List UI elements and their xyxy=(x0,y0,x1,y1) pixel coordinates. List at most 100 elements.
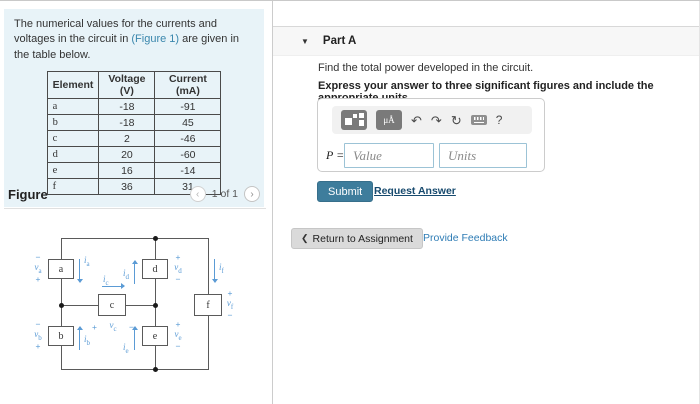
wire-bottom xyxy=(61,369,209,370)
return-to-assignment-button[interactable]: ❮ Return to Assignment xyxy=(291,228,423,249)
cell-current: 45 xyxy=(154,114,222,132)
math-templates-button[interactable] xyxy=(341,110,367,130)
cell-voltage: -18 xyxy=(98,114,156,132)
equation-toolbar: μÅ ↶ ↷ ↻ ? xyxy=(332,106,532,134)
table-row: c 2 -46 xyxy=(46,130,222,148)
table-row: e 16 -14 xyxy=(46,162,222,180)
element-letter: d xyxy=(152,263,158,275)
col-header-voltage: Voltage (V) xyxy=(98,71,156,100)
current-label-d: id xyxy=(123,268,130,281)
circuit-element-c: c xyxy=(98,294,126,316)
problem-panel: The numerical values for the currents an… xyxy=(0,1,272,404)
cell-element: f xyxy=(46,178,100,196)
values-table: Element Voltage (V) Current (mA) a -18 -… xyxy=(46,71,222,196)
templates-icon xyxy=(345,118,352,125)
part-a-header[interactable]: ▼ Part A xyxy=(273,26,699,56)
minus-sign: − xyxy=(175,274,181,285)
circuit-element-d: d xyxy=(142,259,168,279)
cell-current: -14 xyxy=(154,162,222,180)
units-input[interactable] xyxy=(439,143,527,168)
problem-text: The numerical values for the currents an… xyxy=(14,17,254,63)
element-letter: f xyxy=(206,299,210,311)
element-letter: c xyxy=(109,299,115,311)
chevron-right-icon: › xyxy=(250,188,254,200)
table-header-row: Element Voltage (V) Current (mA) xyxy=(46,71,222,100)
junction-dot-middle xyxy=(153,303,158,308)
circuit-element-e: e xyxy=(142,326,168,346)
figure-prev-button[interactable]: ‹ xyxy=(189,186,206,202)
figure-page-indicator: 1 of 1 xyxy=(211,188,238,200)
part-a-title: Part A xyxy=(322,35,357,47)
undo-icon[interactable]: ↶ xyxy=(411,112,422,128)
junction-dot-bottom xyxy=(153,367,158,372)
current-arrow-d-up xyxy=(131,260,139,284)
cell-current: -91 xyxy=(154,98,222,116)
element-letter: e xyxy=(152,330,158,342)
cell-element: b xyxy=(46,114,100,132)
cell-element: a xyxy=(46,98,100,116)
cell-voltage: 36 xyxy=(98,178,156,196)
circuit-diagram: a b c d e f − va + ia − vb + ib xyxy=(30,229,240,381)
cell-current: -60 xyxy=(154,146,222,164)
table-row: d 20 -60 xyxy=(46,146,222,164)
collapse-triangle-icon[interactable]: ▼ xyxy=(301,36,309,46)
voltage-label-b: − vb + xyxy=(34,319,42,352)
chevron-left-icon: ‹ xyxy=(196,188,200,200)
cell-element: e xyxy=(46,162,100,180)
current-label-f: if xyxy=(219,262,224,275)
figure-pager: ‹ 1 of 1 › xyxy=(189,186,260,202)
help-icon[interactable]: ? xyxy=(495,113,503,127)
voltage-label-f: + vf − xyxy=(226,288,234,321)
minus-sign: − xyxy=(227,310,233,321)
return-label: Return to Assignment xyxy=(312,232,413,245)
plus-sign: + xyxy=(35,274,41,285)
reset-icon[interactable]: ↻ xyxy=(450,112,462,128)
plus-sign: + xyxy=(227,288,233,298)
junction-dot-top xyxy=(153,236,158,241)
cell-voltage: -18 xyxy=(98,98,156,116)
question-text: Find the total power developed in the ci… xyxy=(318,62,534,74)
voltage-label-d: + vd − xyxy=(174,252,182,285)
plus-sign: + xyxy=(35,341,41,352)
plus-sign: + xyxy=(175,252,181,262)
figure-1-link[interactable]: (Figure 1) xyxy=(131,33,180,46)
current-label-e: ie xyxy=(123,342,129,355)
chevron-left-icon: ❮ xyxy=(301,233,309,243)
col-header-element: Element xyxy=(46,71,100,100)
provide-feedback-link[interactable]: Provide Feedback xyxy=(423,232,508,244)
value-input[interactable] xyxy=(344,143,434,168)
circuit-element-a: a xyxy=(48,259,74,279)
current-label-c: ic xyxy=(103,274,109,287)
cell-voltage: 16 xyxy=(98,162,156,180)
keyboard-shortcuts-icon[interactable] xyxy=(470,115,487,125)
element-letter: b xyxy=(58,330,64,342)
answer-panel: ▼ Part A Find the total power developed … xyxy=(272,1,700,404)
cell-element: c xyxy=(46,130,100,148)
cell-voltage: 2 xyxy=(98,130,156,148)
minus-sign: − xyxy=(35,319,41,329)
units-button[interactable]: μÅ xyxy=(376,110,402,130)
current-label-b: ib xyxy=(84,334,91,347)
current-arrow-c-right xyxy=(102,282,125,290)
current-label-a: ia xyxy=(84,255,90,268)
request-answer-link[interactable]: Request Answer xyxy=(374,185,456,197)
current-arrow-a-down xyxy=(76,259,84,283)
figure-next-button[interactable]: › xyxy=(244,186,260,202)
table-row: a -18 -91 xyxy=(46,98,222,116)
micro-angstrom-icon: μÅ xyxy=(383,115,395,125)
redo-icon[interactable]: ↷ xyxy=(430,112,442,128)
problem-text-after: are given in the table below. xyxy=(14,33,240,61)
voltage-label-e: + ve − xyxy=(174,319,182,352)
table-row: b -18 45 xyxy=(46,114,222,132)
element-letter: a xyxy=(58,263,64,275)
submit-button[interactable]: Submit xyxy=(317,181,374,202)
problem-statement-box: The numerical values for the currents an… xyxy=(4,9,264,208)
cell-element: d xyxy=(46,146,100,164)
circuit-element-b: b xyxy=(48,326,74,346)
current-arrow-f-down xyxy=(211,259,219,283)
wire-top xyxy=(61,238,209,239)
cell-current: -46 xyxy=(154,130,222,148)
problem-text-before: The numerical values for the currents an… xyxy=(14,18,217,46)
cell-voltage: 20 xyxy=(98,146,156,164)
